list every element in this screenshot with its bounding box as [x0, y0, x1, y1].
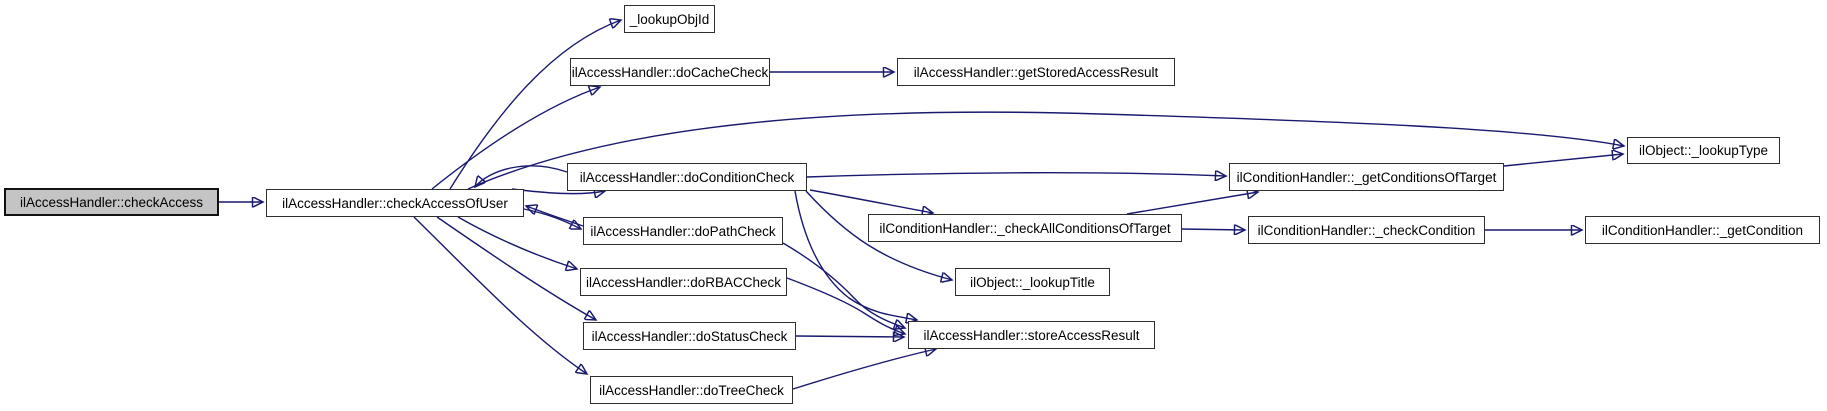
edge-check-access-of-user-do-cache-check [431, 87, 600, 190]
node-do-rbac-check[interactable]: ilAccessHandler::doRBACCheck [580, 268, 787, 296]
edge-do-condition-check-check-access-of-user [475, 165, 568, 187]
edge-do-rbac-check-store-access-result [786, 277, 905, 334]
edge-get-conditions-of-target-lookup-type [1503, 154, 1623, 167]
edge-check-access-of-user-do-rbac-check [457, 216, 577, 269]
edge-check-access-of-user-do-tree-check [413, 216, 587, 374]
node-check-all-conditions-of-target[interactable]: ilConditionHandler::_checkAllConditionsO… [868, 214, 1182, 242]
node-get-stored-access-result[interactable]: ilAccessHandler::getStoredAccessResult [897, 58, 1175, 86]
edge-do-condition-check-check-all-conditions-of-target [809, 189, 933, 213]
node-check-access-of-user[interactable]: ilAccessHandler::checkAccessOfUser [266, 189, 524, 217]
edge-do-condition-check-get-conditions-of-target [806, 173, 1226, 177]
edge-do-path-check-store-access-result [782, 242, 905, 328]
edge-do-status-check-store-access-result [795, 336, 904, 337]
node-do-status-check[interactable]: ilAccessHandler::doStatusCheck [583, 322, 796, 350]
edge-do-condition-check-lookup-title [805, 190, 952, 280]
node-get-conditions-of-target[interactable]: ilConditionHandler::_getConditionsOfTarg… [1229, 163, 1504, 191]
edge-check-all-conditions-of-target-check-condition [1181, 229, 1245, 230]
node-do-cache-check[interactable]: ilAccessHandler::doCacheCheck [570, 58, 770, 86]
node-lookup-obj-id[interactable]: _lookupObjId [624, 5, 715, 33]
edge-check-access-of-user-do-status-check [436, 216, 596, 320]
edge-do-path-check-check-access-of-user [526, 206, 584, 227]
node-do-path-check[interactable]: ilAccessHandler::doPathCheck [583, 217, 783, 245]
node-store-access-result[interactable]: ilAccessHandler::storeAccessResult [908, 321, 1155, 349]
edge-check-all-conditions-of-target-get-conditions-of-target [1126, 192, 1258, 215]
node-get-condition[interactable]: ilConditionHandler::_getCondition [1585, 216, 1820, 244]
edge-do-tree-check-store-access-result [792, 349, 936, 390]
edge-check-access-of-user-do-path-check [523, 208, 581, 229]
node-lookup-title[interactable]: ilObject::_lookupTitle [955, 268, 1110, 296]
edge-check-access-of-user-lookup-type [467, 111, 1624, 190]
node-do-tree-check[interactable]: ilAccessHandler::doTreeCheck [590, 376, 793, 404]
node-check-condition[interactable]: ilConditionHandler::_checkCondition [1248, 216, 1485, 244]
node-lookup-type[interactable]: ilObject::_lookupType [1627, 137, 1780, 164]
node-check-access[interactable]: ilAccessHandler::checkAccess [4, 188, 219, 216]
edge-do-condition-check-store-access-result [794, 190, 917, 320]
node-do-condition-check[interactable]: ilAccessHandler::doConditionCheck [567, 163, 807, 191]
